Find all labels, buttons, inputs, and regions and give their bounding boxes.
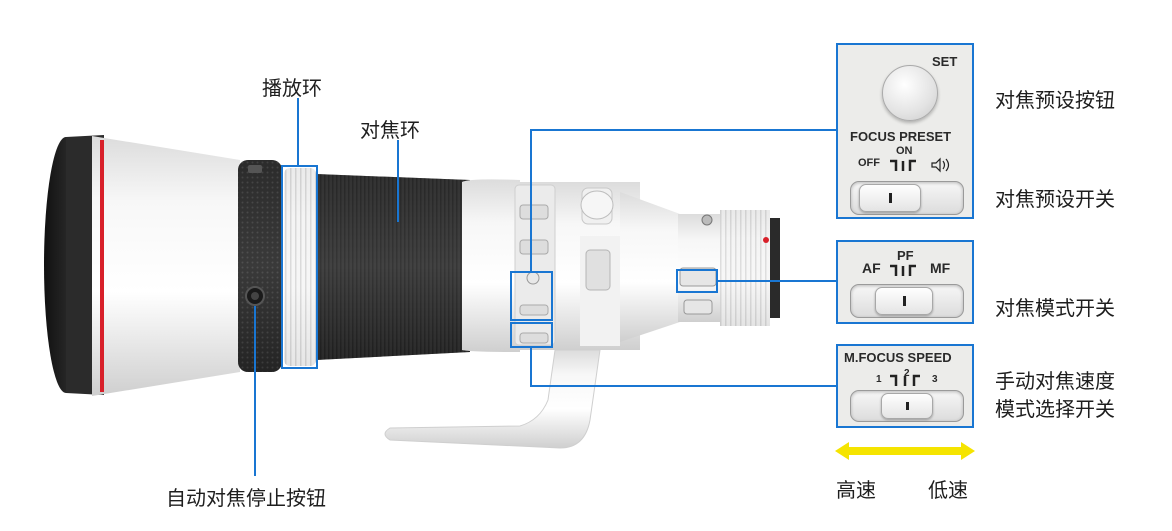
af-stop-label: 自动对焦停止按钮	[166, 482, 326, 511]
mode-highlight	[677, 270, 717, 292]
focus-preset-switch-label: 对焦预设开关	[995, 183, 1115, 212]
preset-switch-marks	[888, 157, 958, 173]
focus-ring-label: 对焦环	[360, 114, 420, 143]
speed-highlight	[511, 323, 552, 347]
focus-mode-panel: PF AF MF	[836, 240, 974, 324]
mf-speed-panel: M.FOCUS SPEED 1 2 3	[836, 344, 974, 428]
focus-preset-button[interactable]	[882, 65, 938, 121]
mf-speed-switch[interactable]	[850, 390, 964, 422]
zoom-ring-highlight	[282, 166, 317, 368]
focus-mode-switch[interactable]	[850, 284, 964, 318]
on-label: ON	[896, 145, 913, 157]
mf-speed-label-line1: 手动对焦速度	[995, 368, 1115, 395]
preset-highlight	[511, 272, 552, 320]
off-label: OFF	[858, 157, 880, 169]
speed-low-label: 低速	[928, 474, 968, 503]
mf-label: MF	[930, 260, 950, 276]
focus-preset-switch-knob[interactable]	[859, 184, 921, 212]
set-label: SET	[932, 54, 957, 69]
speed-3-label: 3	[932, 374, 938, 385]
pf-label: PF	[897, 248, 914, 263]
focus-preset-button-label: 对焦预设按钮	[995, 84, 1115, 113]
focus-mode-switch-knob[interactable]	[875, 287, 933, 315]
mf-speed-label-line2: 模式选择开关	[995, 396, 1115, 423]
speed-arrow	[833, 440, 977, 462]
speed-high-label: 高速	[836, 474, 876, 503]
speed-switch-marks	[888, 372, 932, 388]
focus-preset-title: FOCUS PRESET	[850, 129, 951, 144]
mf-speed-switch-knob[interactable]	[881, 393, 933, 419]
focus-preset-switch[interactable]	[850, 181, 964, 215]
focus-preset-panel: SET FOCUS PRESET ON OFF	[836, 43, 974, 219]
speed-1-label: 1	[876, 374, 882, 385]
af-label: AF	[862, 260, 881, 276]
mf-speed-title: M.FOCUS SPEED	[844, 350, 952, 365]
mode-switch-marks	[888, 262, 928, 278]
focus-mode-switch-label: 对焦模式开关	[995, 292, 1115, 321]
zoom-ring-label: 播放环	[262, 72, 322, 101]
